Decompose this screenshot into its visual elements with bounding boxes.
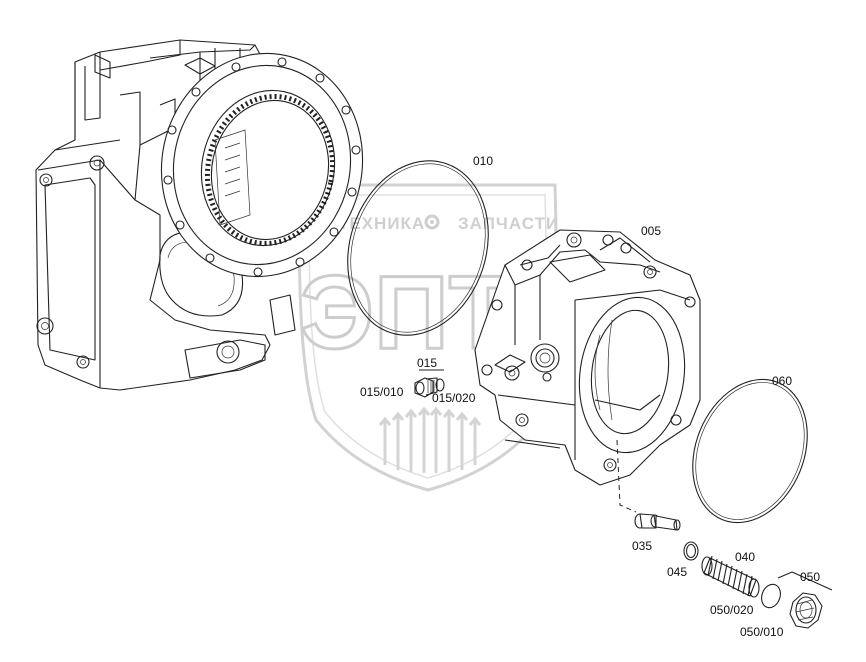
label-050: 050	[800, 570, 820, 584]
label-060: 060	[772, 374, 792, 388]
label-035: 035	[632, 539, 652, 553]
label-050-bracket	[777, 571, 833, 591]
label-010: 010	[473, 154, 493, 168]
watermark-text-right: ЗАПЧАСТИ	[458, 214, 559, 233]
wheat-icon	[378, 406, 482, 473]
label-005: 005	[641, 224, 661, 238]
o-ring-060	[692, 378, 808, 524]
label-045: 045	[667, 565, 687, 579]
pump-housing-005	[474, 229, 701, 486]
plug-050-010	[789, 592, 823, 629]
seal-ring-045	[683, 541, 699, 561]
gearbox-housing	[35, 39, 364, 391]
label-050-020: 050/020	[710, 603, 754, 617]
spring-040	[701, 555, 760, 598]
o-ring-010	[347, 160, 489, 336]
label-040: 040	[735, 550, 755, 564]
seal-ring-050-020	[761, 583, 781, 609]
assembly-axis	[616, 439, 637, 513]
fitting-015	[414, 377, 445, 398]
label-015-020: 015/020	[432, 391, 476, 405]
label-050-010: 050/010	[740, 625, 784, 639]
watermark-text-left: ТЕХНИКА	[338, 214, 425, 233]
label-015-010: 015/010	[360, 385, 404, 399]
bolt-035	[634, 513, 681, 531]
gear-icon	[424, 214, 440, 230]
label-015: 015	[417, 356, 437, 370]
